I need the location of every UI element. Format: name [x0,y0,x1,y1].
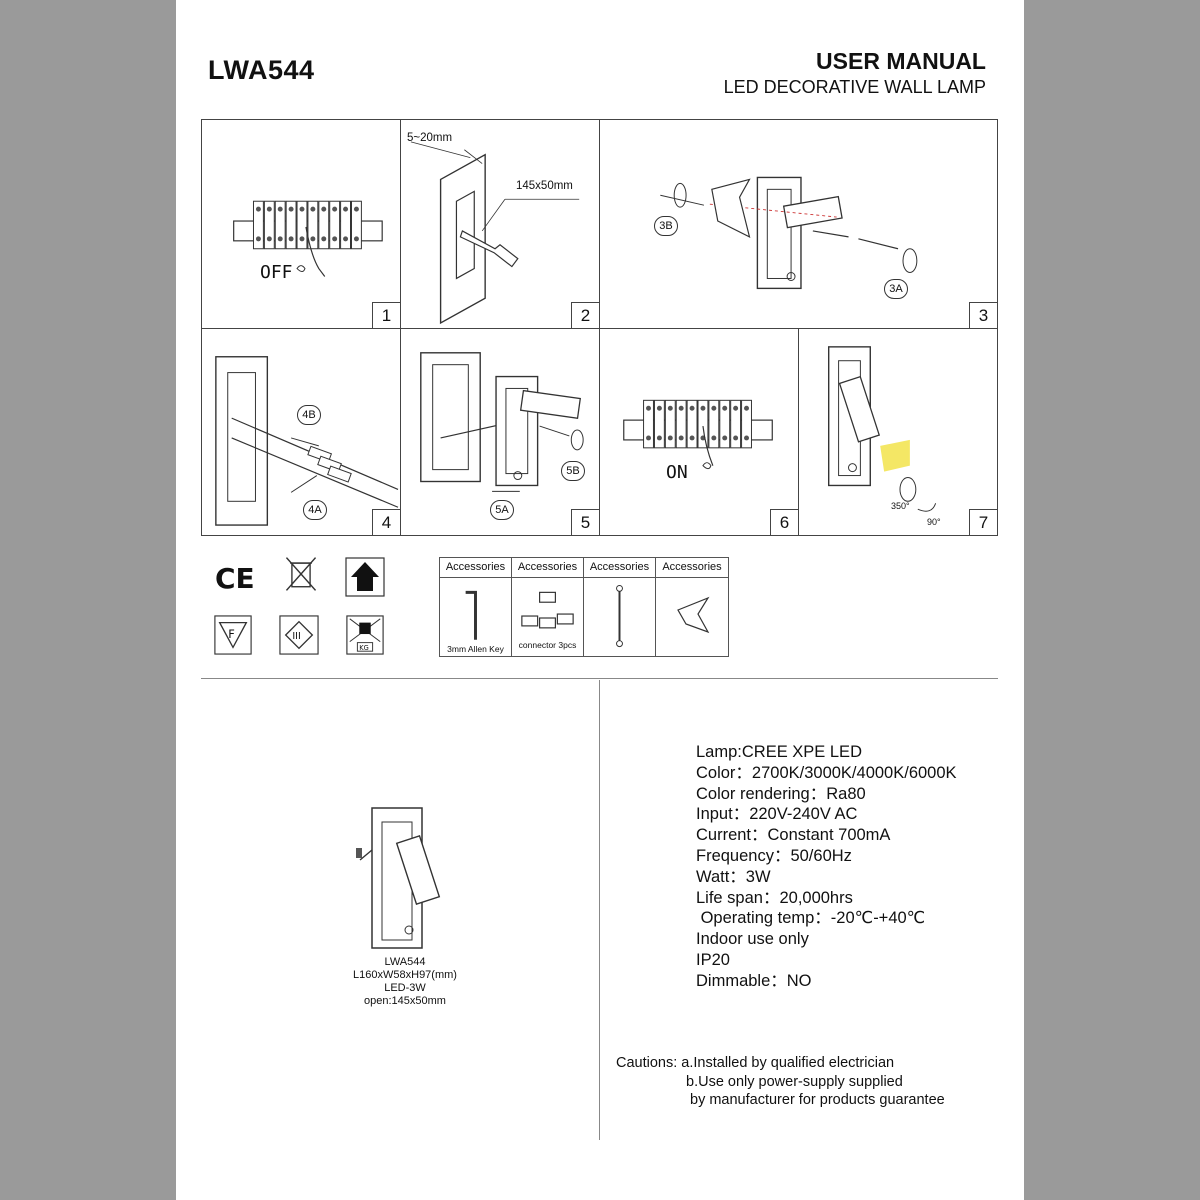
installation-steps-grid: OFF 1 5~20mm 145x50mm 2 [201,119,998,536]
callout-4b: 4B [297,405,321,425]
specifications-list: Lamp:CREE XPE LED Color：2700K/3000K/4000… [696,742,957,992]
accessory-connector: Accessories connector 3pcs [512,558,584,656]
indoor-use-icon [345,557,385,597]
step-3-panel: 3B 3A 3 [599,119,998,329]
product-size: L160xW58xH97(mm) [353,969,457,981]
product-illustration [352,800,472,960]
allen-key-icon [465,590,477,640]
spec-current: Current：Constant 700mA [696,826,891,845]
cutout-depth-label: 5~20mm [407,132,453,144]
step-3-number: 3 [969,302,997,328]
tilt-angle-label: 90° [927,517,941,527]
callout-3b: 3B [654,216,678,236]
spec-color-rendering: Color rendering：Ra80 [696,784,866,803]
accessories-table: Accessories 3mm Allen Key Accessories co… [439,557,729,657]
step-6-number: 6 [770,509,798,535]
step-5-number: 5 [571,509,599,535]
connector-icon [521,591,574,629]
accessory-header: Accessories [512,558,583,578]
accessory-header: Accessories [584,558,655,578]
callout-5a: 5A [490,500,514,520]
model-number: LWA544 [208,55,315,85]
accessory-caption: 3mm Allen Key [447,644,504,654]
step-1-off-label: OFF [260,262,293,283]
step-7-panel: 350° 90° 7 [798,328,998,536]
spec-operating-temp: Operating temp：-20℃-+40℃ [696,909,926,928]
step-4-panel: 4B 4A 4 [201,328,401,536]
step-6-on-label: ON [666,462,688,483]
svg-text:CE: CE [215,562,253,595]
step-6-panel: ON 6 [599,328,799,536]
product-opening: open:145x50mm [364,995,446,1007]
accessory-allen-key: Accessories 3mm Allen Key [440,558,512,656]
section-divider-vertical [599,680,600,1140]
weight-kg-icon: KG [345,615,385,655]
accessory-spring-clip: Accessories [656,558,728,656]
step-2-panel: 5~20mm 145x50mm 2 [400,119,600,329]
lamp-adjust-illustration [828,346,937,512]
accessory-screw: Accessories [584,558,656,656]
caution-line-3: by manufacturer for products guarantee [690,1092,945,1108]
spec-indoor: Indoor use only [696,930,809,949]
accessory-header: Accessories [656,558,728,578]
weee-bin-icon [281,554,321,594]
lamp-assembly-illustration [660,176,918,290]
step-7-number: 7 [969,509,997,535]
product-power: LED-3W [384,982,426,994]
wall-cutout-illustration [410,141,580,325]
accessory-header: Accessories [440,558,511,578]
spec-dimmable: Dimmable：NO [696,971,812,990]
insert-lamp-illustration [420,352,584,492]
spec-lamp: Lamp:CREE XPE LED [696,743,862,761]
spec-color: Color：2700K/3000K/4000K/6000K [696,763,957,782]
callout-4a: 4A [303,500,327,520]
breaker-on-illustration [623,399,773,470]
callout-3a: 3A [884,279,908,299]
cautions-block: Cautions: a.Installed by qualified elect… [616,1054,945,1110]
caution-line-1: Cautions: a.Installed by qualified elect… [616,1055,895,1071]
accessory-caption: connector 3pcs [518,640,577,650]
ce-mark-icon: CE [213,557,255,597]
manual-subtitle: LED DECORATIVE WALL LAMP [723,77,986,97]
cutout-size-label: 145x50mm [516,180,573,192]
svg-text:III: III [292,631,300,642]
callout-5b: 5B [561,461,585,481]
manual-title: USER MANUAL [816,48,986,74]
spec-life-span: Life span：20,000hrs [696,888,853,907]
rotation-angle-label: 350° [891,501,910,511]
spring-clip-icon [677,596,710,634]
breaker-off-illustration [233,200,383,277]
step-5-panel: 5B 5A 5 [400,328,600,536]
product-model: LWA544 [384,956,426,968]
step-1-number: 1 [372,302,400,328]
screw-icon [616,584,623,648]
step-2-number: 2 [571,302,599,328]
product-caption: LWA544 L160xW58xH97(mm) LED-3W open:145x… [330,956,480,1008]
caution-line-2: b.Use only power-supply supplied [686,1073,903,1090]
spec-frequency: Frequency：50/60Hz [696,846,852,865]
f-mark-icon: F [213,615,253,655]
section-divider-horizontal [201,678,998,679]
wiring-connection-illustration [215,356,399,526]
spec-ip: IP20 [696,950,730,969]
class-iii-icon: III [279,615,319,655]
step-1-panel: OFF 1 [201,119,401,329]
step-4-number: 4 [372,509,400,535]
spec-input: Input：220V-240V AC [696,805,858,824]
svg-text:KG: KG [359,644,369,652]
spec-watt: Watt：3W [696,867,771,886]
svg-text:F: F [228,627,235,641]
